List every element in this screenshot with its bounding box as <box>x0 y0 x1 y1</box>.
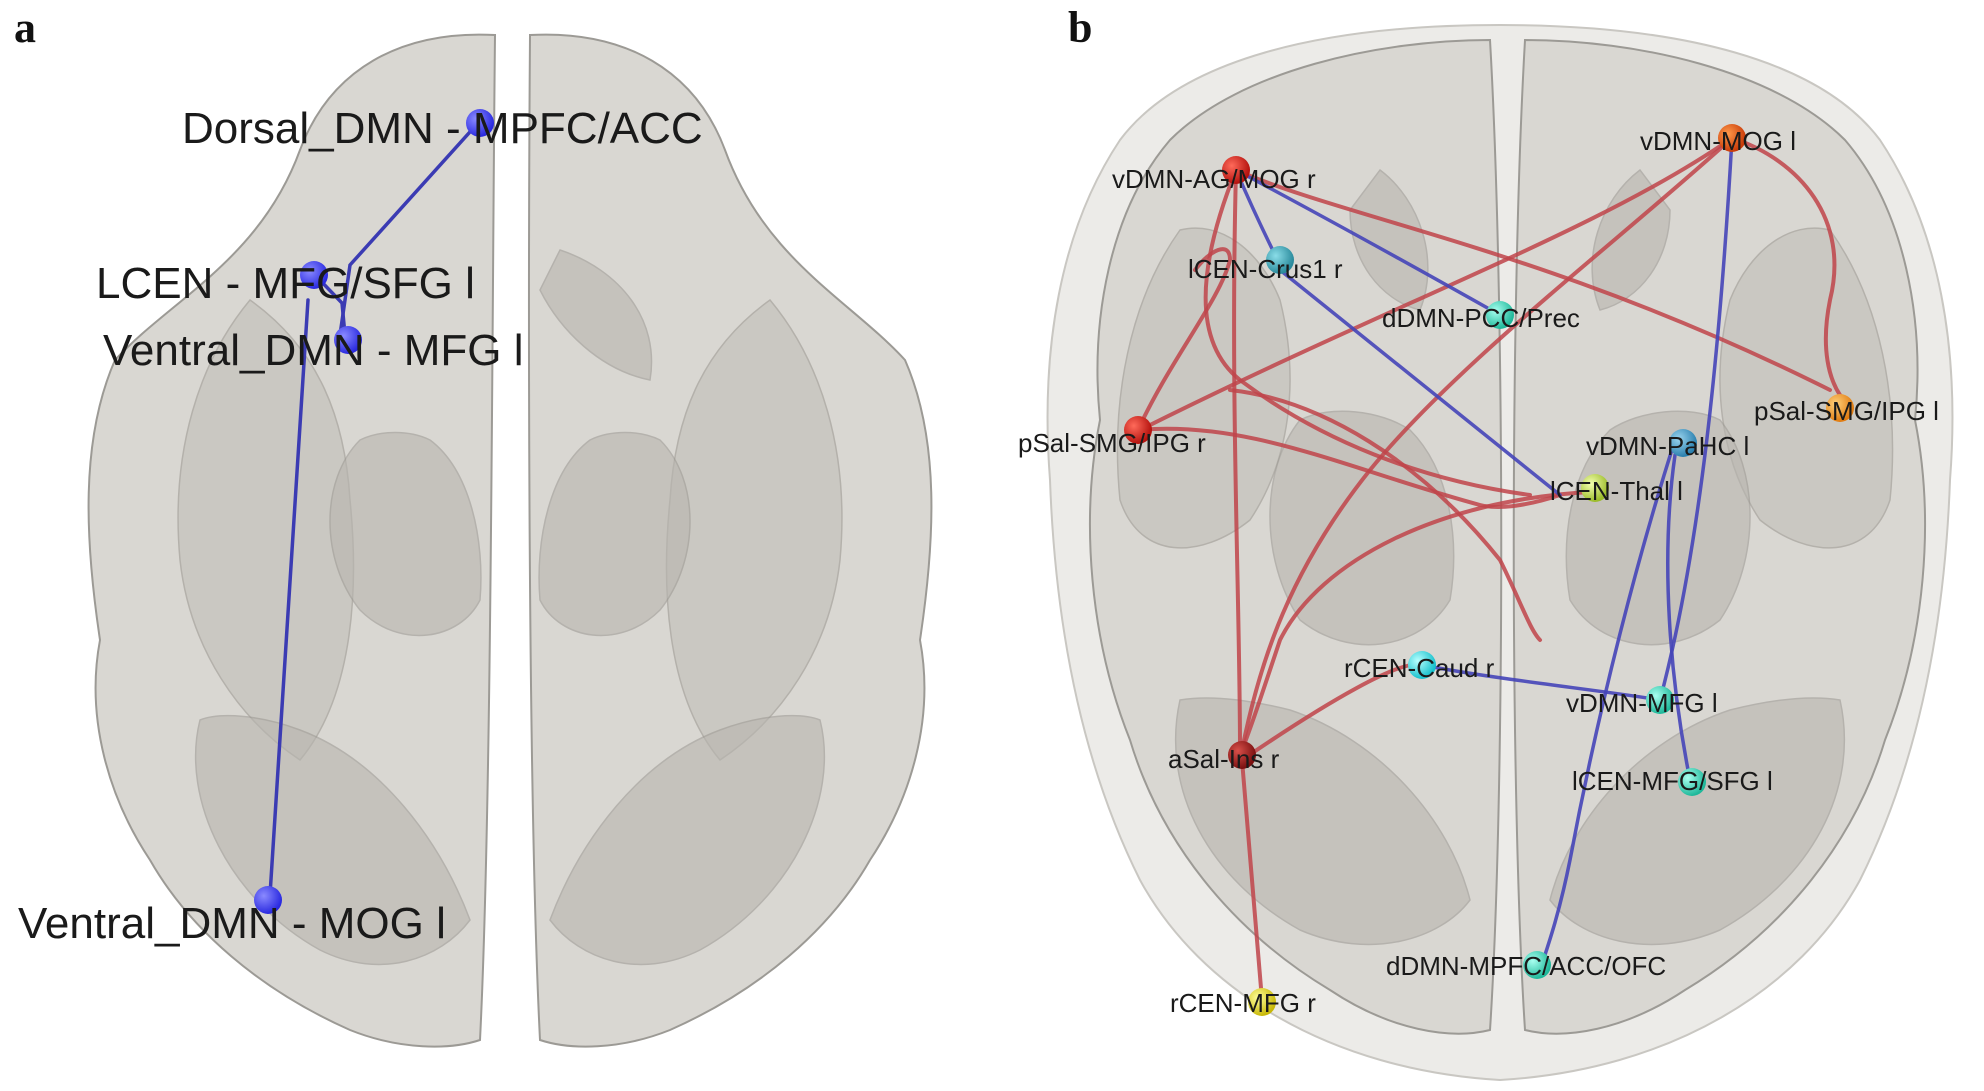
edge-red-mid <box>1228 388 1542 642</box>
label-b-lcenthal: lCEN-Thal l <box>1550 476 1683 506</box>
panel-b-nodes <box>1124 124 1854 1016</box>
node-b-vdmnac <box>1222 156 1250 184</box>
edge-vdmnpahc-lcenmfg <box>1666 453 1692 782</box>
panel-a-brain-outline <box>87 33 933 1048</box>
node-b-lcencrus <box>1266 246 1294 274</box>
edge-lcen-vdmnmog <box>268 298 310 897</box>
panel-b-letter: b <box>1068 3 1092 52</box>
edge-vdmnac-asalins <box>1232 168 1242 752</box>
node-b-dmnpcc <box>1486 301 1514 329</box>
label-a-vdmnmog: Ventral_DMN - MOG l <box>18 899 446 948</box>
label-b-vdmnmfg: vDMN-MFG l <box>1566 688 1718 718</box>
label-b-vdmnac: vDMN-AG/MOG r <box>1112 164 1316 194</box>
node-b-psall <box>1826 394 1854 422</box>
panel-a: a Dorsal_DMN - MPFC/AC <box>14 3 933 1048</box>
node-b-dmnmpfc <box>1523 951 1551 979</box>
label-b-vdmnmog: vDMN-MOG l <box>1640 126 1796 156</box>
label-b-vdmnpahc: vDMN-PaHC l <box>1586 431 1749 461</box>
label-a-vdmnmfg: Ventral_DMN - MFG l <box>103 326 524 375</box>
node-b-psalr <box>1124 416 1152 444</box>
edge-vdmnpahc-dmnmpfc <box>1538 438 1677 972</box>
panel-a-letter: a <box>14 3 36 52</box>
node-a-vdmnmog <box>254 886 282 914</box>
panel-a-labels: Dorsal_DMN - MPFC/ACC LCEN - MFG/SFG l V… <box>18 104 703 948</box>
label-b-asalins: aSal-Ins r <box>1168 744 1280 774</box>
edge-vdmnmog-psall <box>1730 136 1842 397</box>
label-b-psalr: pSal-SMG/IPG r <box>1018 428 1206 458</box>
node-a-vdmnmfg <box>334 326 362 354</box>
node-b-vdmnmog <box>1718 124 1746 152</box>
edge-vdmnmog-asalins <box>1240 136 1734 752</box>
edge-lcenthal-asalins <box>1240 490 1592 752</box>
label-b-lcencrus: lCEN-Crus1 r <box>1188 254 1343 284</box>
label-b-rcenmfg: rCEN-MFG r <box>1170 988 1316 1018</box>
edge-vdmnmog-vdmnmfg <box>1658 136 1734 702</box>
edge-rcencaud-vdmnmfg <box>1420 663 1662 702</box>
panel-b: b <box>1018 3 1954 1082</box>
edge-psalr-loop <box>1136 247 1233 432</box>
node-b-asalins <box>1228 741 1256 769</box>
label-b-lcenmfg: lCEN-MFG/SFG l <box>1572 766 1773 796</box>
label-a-lcen: LCEN - MFG/SFG l <box>96 259 475 308</box>
panel-b-edges-blue <box>1234 136 1734 972</box>
label-b-dmnpcc: dDMN-PCC/Prec <box>1382 303 1580 333</box>
panel-a-nodes <box>254 109 494 914</box>
node-b-lcenmfg <box>1678 768 1706 796</box>
node-b-lcenthal <box>1581 474 1609 502</box>
node-b-rcenmfg <box>1248 988 1276 1016</box>
edge-vdmnmog-psalr <box>1138 136 1734 432</box>
node-a-lcen <box>300 261 328 289</box>
node-b-vdmnpahc <box>1669 429 1697 457</box>
panel-b-labels: vDMN-AG/MOG r vDMN-MOG l lCEN-Crus1 r dD… <box>1018 126 1939 1018</box>
label-b-rcencaud: rCEN-Caud r <box>1344 653 1495 683</box>
edge-psalr-lcenthal <box>1136 426 1562 509</box>
label-a-dmpfc: Dorsal_DMN - MPFC/ACC <box>182 104 703 153</box>
label-b-psall: pSal-SMG/IPG l <box>1754 396 1939 426</box>
panel-b-edges-red <box>1136 136 1842 1002</box>
node-b-vdmnmfg <box>1646 686 1674 714</box>
edge-asalins-rcenmfg <box>1240 758 1264 1002</box>
edge-vdmnac-dmnpcc <box>1234 168 1502 317</box>
label-b-dmnmpfc: dDMN-MPFC/ACC/OFC <box>1386 951 1666 981</box>
node-a-dmpfc <box>466 109 494 137</box>
node-b-rcencaud <box>1408 651 1436 679</box>
